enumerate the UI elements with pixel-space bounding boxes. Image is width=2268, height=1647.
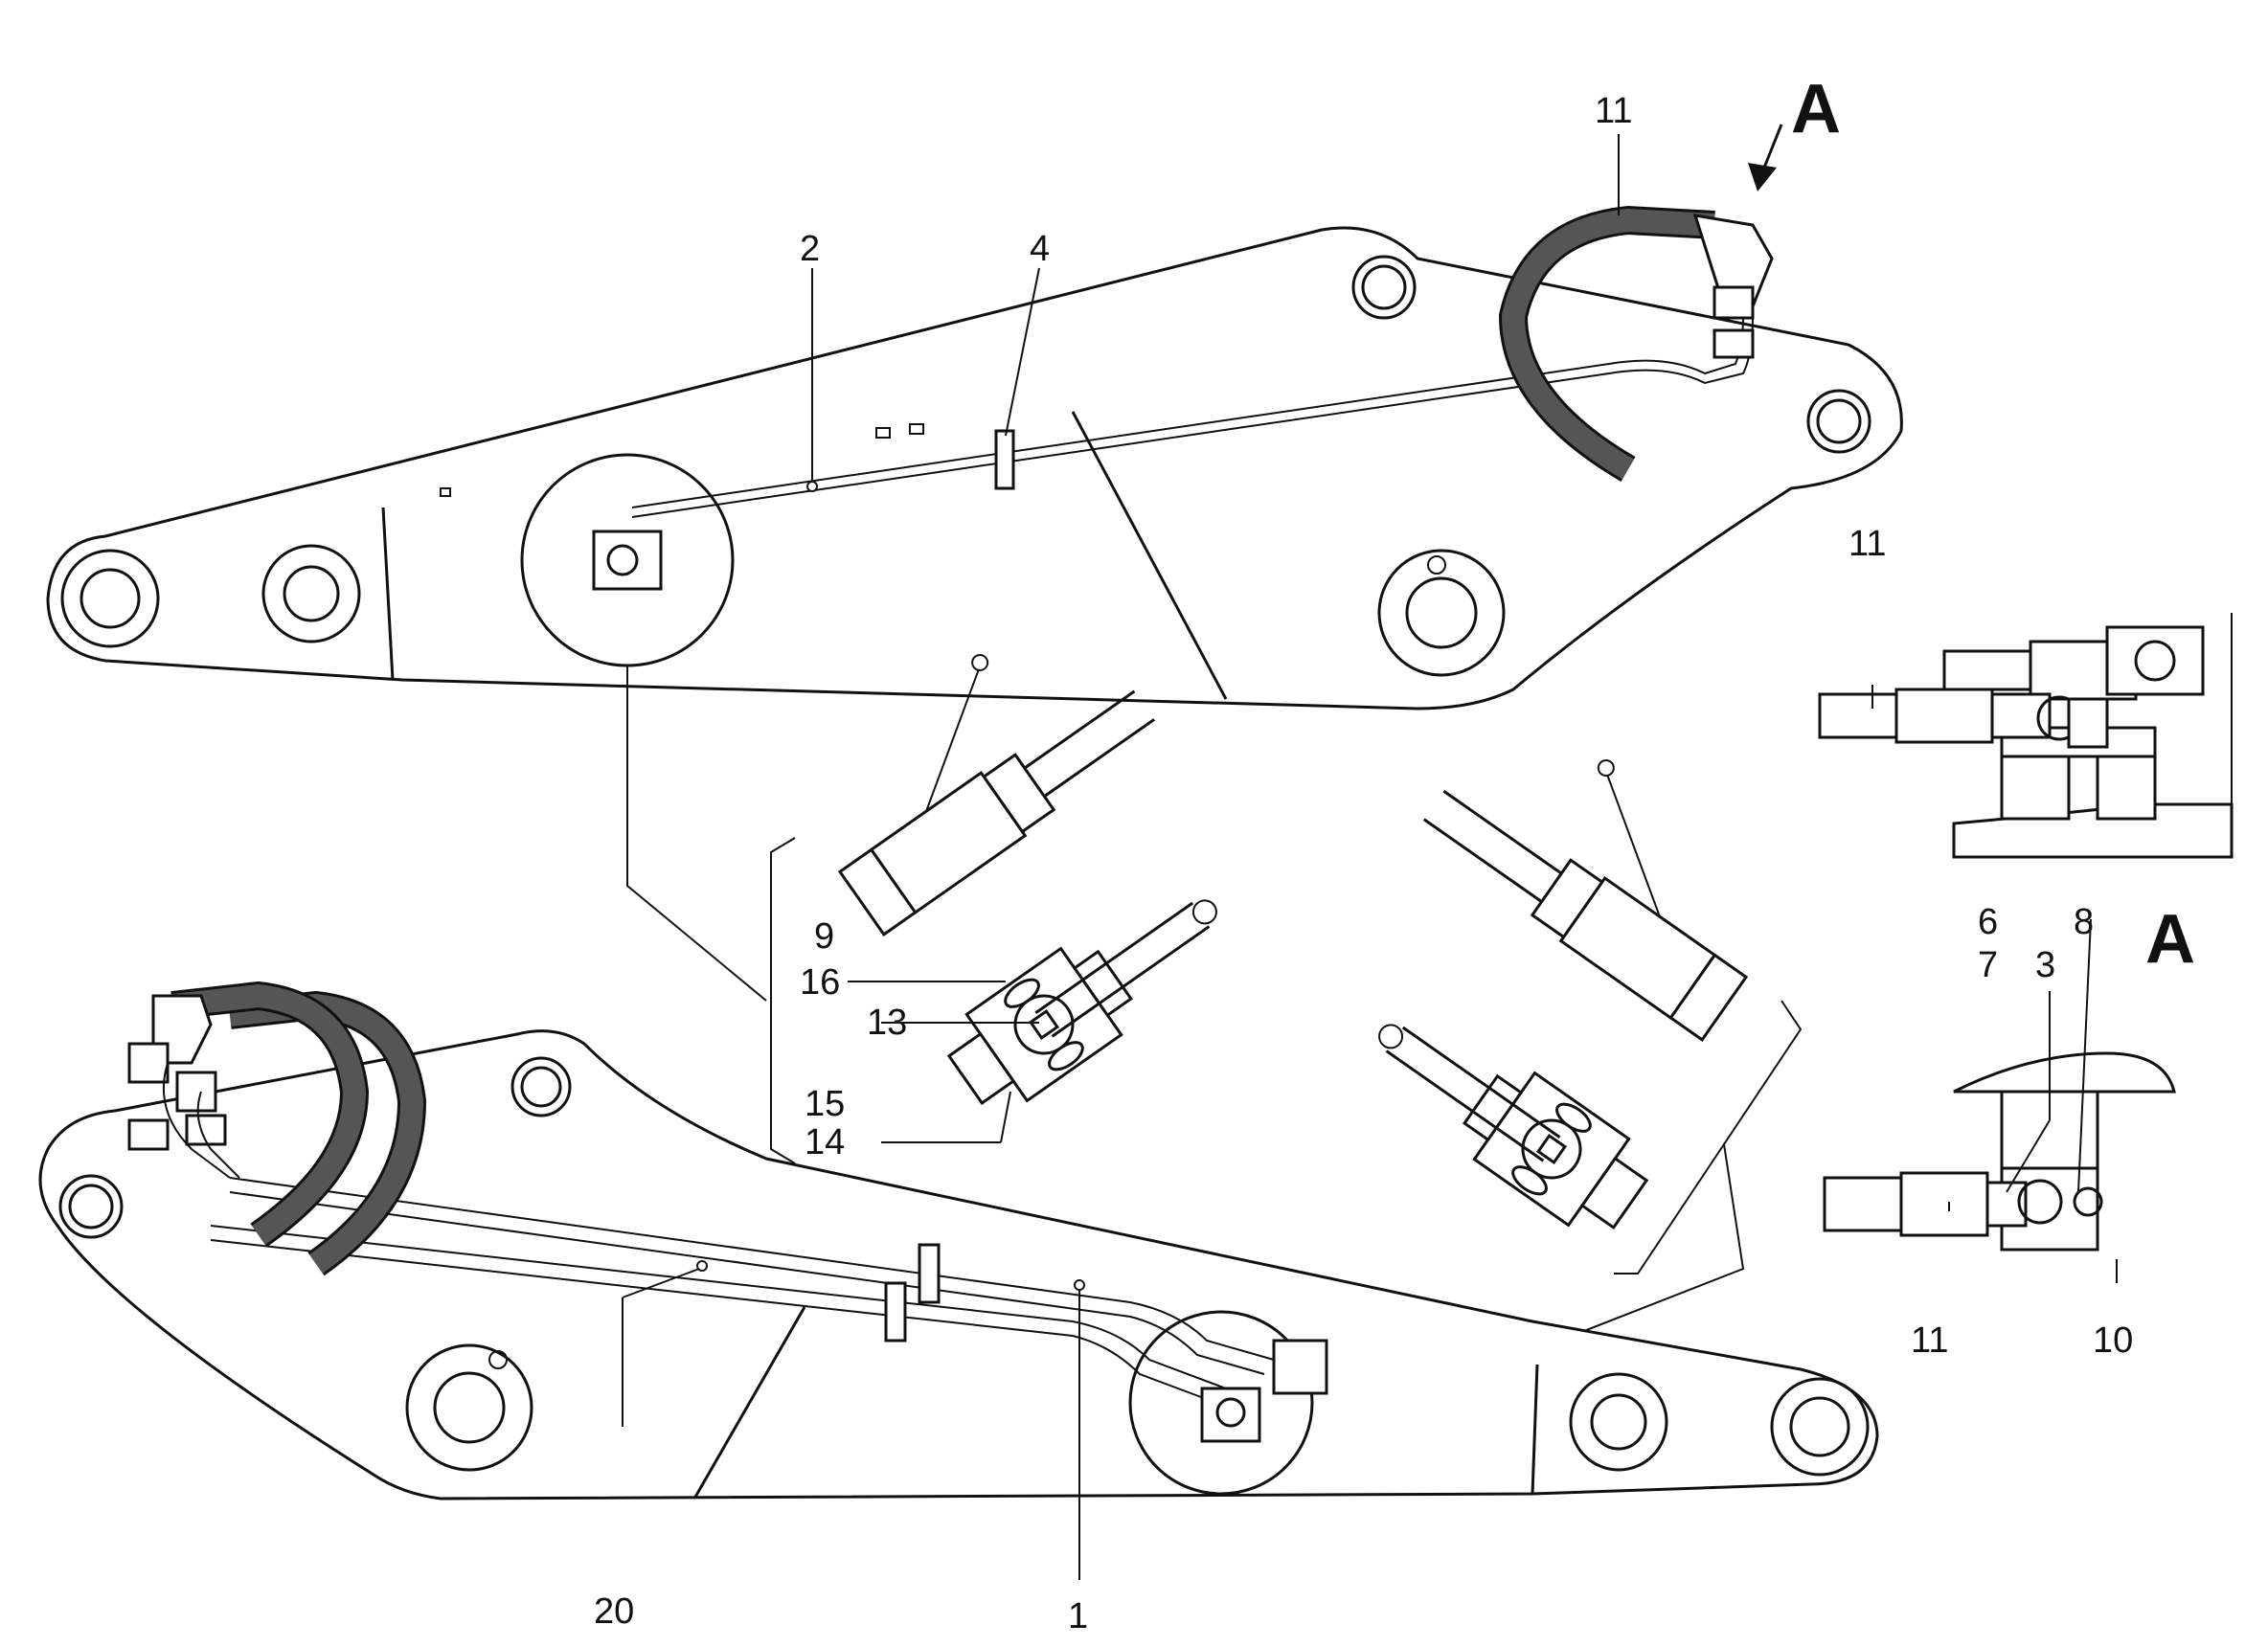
callout-3: 3 bbox=[2035, 945, 2055, 985]
leader-lines bbox=[622, 134, 2118, 1580]
callout-14: 14 bbox=[805, 1122, 845, 1162]
view-a-title: A bbox=[2145, 901, 2195, 978]
callout-16: 16 bbox=[800, 962, 840, 1003]
view-a-fitting bbox=[1823, 1051, 2176, 1252]
callout-8: 8 bbox=[2074, 902, 2094, 942]
callout-13: 13 bbox=[867, 1003, 907, 1043]
detail-fittings bbox=[837, 653, 1749, 1230]
lower-boom bbox=[38, 981, 1879, 1500]
view-arrow bbox=[1748, 124, 1783, 192]
view-a-marker: A bbox=[1791, 71, 1841, 147]
callout-1: 1 bbox=[1068, 1596, 1088, 1636]
callout-4: 4 bbox=[1030, 229, 1050, 269]
side-view-fitting bbox=[1818, 613, 2234, 859]
callout-9: 9 bbox=[814, 916, 834, 957]
callout-11-view-a: 11 bbox=[1911, 1320, 1948, 1361]
callout-15: 15 bbox=[805, 1084, 845, 1124]
callout-10: 10 bbox=[2093, 1320, 2133, 1361]
callout-2: 2 bbox=[800, 229, 820, 269]
callout-labels: A A 2 4 11 20 1 9 16 13 15 14 11 6 7 3 8… bbox=[594, 71, 2195, 1636]
callout-11-top: 11 bbox=[1595, 91, 1632, 131]
callout-20: 20 bbox=[594, 1591, 634, 1632]
upper-boom bbox=[46, 205, 1903, 711]
callout-7: 7 bbox=[1978, 945, 1998, 985]
callout-11-side: 11 bbox=[1848, 524, 1886, 564]
callout-6: 6 bbox=[1978, 902, 1998, 942]
